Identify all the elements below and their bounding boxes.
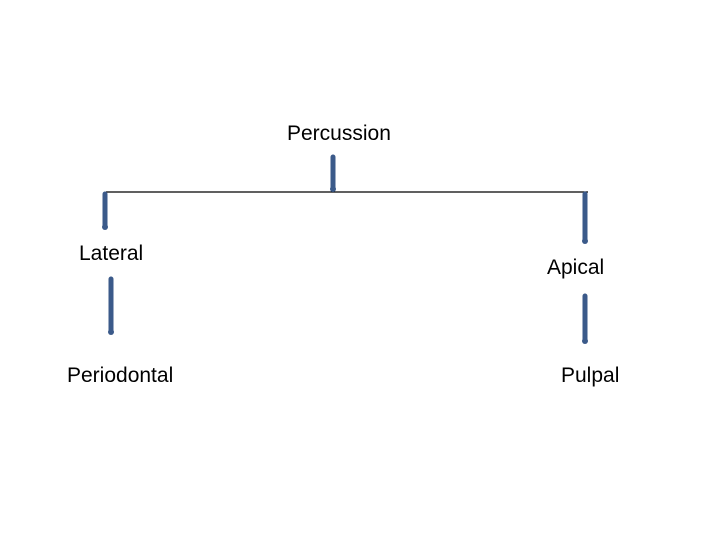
connector-periodontal-end-dot: [108, 329, 114, 335]
connector-apical-end-dot: [582, 238, 588, 244]
leaf-periodontal-label: Periodontal: [67, 364, 174, 387]
connector-lateral-end-dot: [102, 224, 108, 230]
root-node-label: Percussion: [287, 122, 391, 145]
leaf-pulpal-label: Pulpal: [561, 364, 620, 387]
branch-apical-label: Apical: [547, 256, 605, 279]
connector-pulpal-end-dot: [582, 338, 588, 344]
branch-lateral-label: Lateral: [79, 242, 144, 265]
connector-root-end-dot: [330, 186, 336, 192]
